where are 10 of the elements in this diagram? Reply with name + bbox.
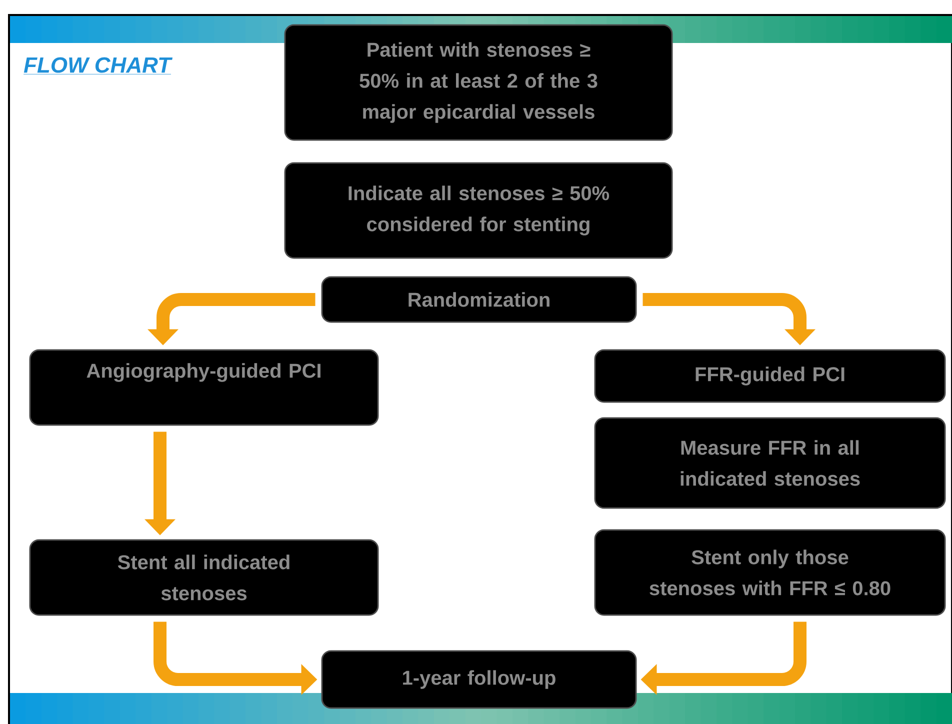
title: FLOW CHART: [23, 57, 173, 74]
process-box: Stent all indicated stenoses: [29, 539, 379, 616]
process-box: Stent only those stenoses with FFR ≤ 0.80: [594, 529, 946, 616]
process-box: Patient with stenoses ≥ 50% in at least 2 of the 3 major epicardial vessels: [284, 24, 673, 141]
process-box: FFR-guided PCI: [594, 349, 946, 403]
process-box: 1-year follow-up: [321, 650, 637, 709]
process-box: Randomization: [321, 276, 637, 323]
process-box: Measure FFR in all indicated stenoses: [594, 417, 946, 509]
process-box: Angiography-guided PCI: [29, 349, 379, 426]
process-box: Indicate all stenoses ≥ 50% considered for stenting: [284, 162, 673, 259]
